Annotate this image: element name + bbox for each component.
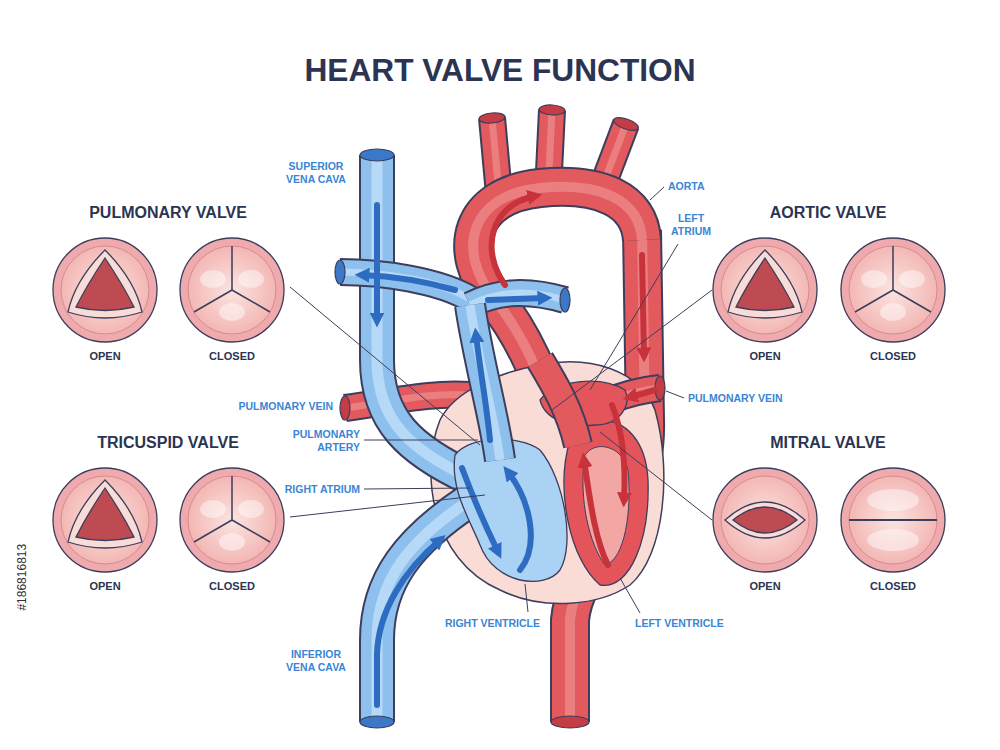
valve-state: CLOSED: [190, 580, 274, 593]
part-label: INFERIOR VENA CAVA: [280, 648, 352, 673]
valve-state: CLOSED: [190, 350, 274, 363]
part-label: RIGHT VENTRICLE: [420, 617, 540, 630]
valve-title: PULMONARY VALVE: [48, 203, 288, 222]
aortic-closed: [841, 238, 945, 342]
valve-state: OPEN: [723, 580, 807, 593]
part-label: AORTA: [668, 180, 728, 193]
watermark: #186816813: [15, 512, 29, 642]
tricuspid-closed: [180, 468, 284, 572]
valve-state: CLOSED: [851, 350, 935, 363]
valve-state: OPEN: [63, 580, 147, 593]
part-label: LEFT ATRIUM: [663, 212, 719, 237]
valve-title: TRICUSPID VALVE: [48, 433, 288, 452]
valve-title: AORTIC VALVE: [708, 203, 948, 222]
flow-arrows: [362, 196, 655, 705]
part-label: PULMONARY VEIN: [200, 400, 333, 413]
vessels-front: [360, 149, 665, 728]
pulmonary-open: [53, 238, 157, 342]
mitral-closed: [841, 468, 945, 572]
part-label: PULMONARY VEIN: [688, 392, 808, 405]
valve-state: OPEN: [723, 350, 807, 363]
valve-state: CLOSED: [851, 580, 935, 593]
leader-lines: [290, 187, 712, 613]
pulmonary-artery: [335, 260, 578, 460]
valve-state: OPEN: [63, 350, 147, 363]
valve-title: MITRAL VALVE: [708, 433, 948, 452]
aortic-open: [713, 238, 817, 342]
part-label: LEFT VENTRICLE: [635, 617, 765, 630]
tricuspid-open: [53, 468, 157, 572]
vessels-back: [340, 104, 645, 728]
right-heart-chamber: [454, 439, 567, 581]
mitral-open: [713, 468, 817, 572]
part-label: SUPERIOR VENA CAVA: [280, 160, 352, 185]
diagram-title: HEART VALVE FUNCTION: [0, 52, 1000, 89]
part-label: PULMONARY ARTERY: [280, 428, 360, 453]
pulmonary-closed: [180, 238, 284, 342]
part-label: RIGHT ATRIUM: [260, 483, 360, 496]
